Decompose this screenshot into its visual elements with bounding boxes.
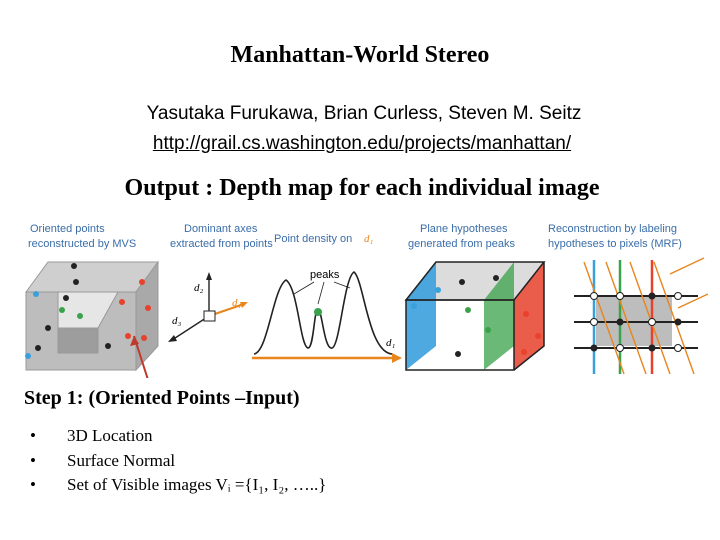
plane-hypotheses-diagram xyxy=(404,261,546,371)
list-item: • 3D Location xyxy=(26,426,326,451)
bullet-marker: • xyxy=(30,475,36,494)
panel4-label-line1: Plane hypotheses xyxy=(420,223,508,235)
bullet-marker: • xyxy=(30,450,36,470)
bullet-marker: • xyxy=(30,426,36,445)
project-link[interactable]: http://grail.cs.washington.edu/projects/… xyxy=(152,133,572,154)
bullet-text: Set of Visible images Vᵢ ={I₁, I₂, …..} xyxy=(67,475,327,494)
output-heading: Output : Depth map for each individual i… xyxy=(124,175,600,201)
bullet-text: 3D Location xyxy=(67,426,153,445)
panel1-block xyxy=(25,260,159,372)
axis-d2-label: d₂ xyxy=(194,282,204,294)
panel1-label-line1: Oriented points xyxy=(30,223,105,235)
panel1-label-line2: reconstructed by MVS xyxy=(28,238,136,250)
panel5-label-line1: Reconstruction by labeling xyxy=(548,223,677,235)
axis-d3-label: d₃ xyxy=(172,315,182,327)
bullet-text: Surface Normal xyxy=(67,450,176,470)
slide-title: Manhattan-World Stereo xyxy=(230,42,490,68)
panel2-label-line1: Dominant axes xyxy=(184,223,258,235)
panel3-label-d1: d₁ xyxy=(364,233,374,245)
step-heading: Step 1: (Oriented Points –Input) xyxy=(24,387,300,409)
density-axis-d1-label: d₁ xyxy=(386,337,396,349)
panel2-label-line2: extracted from points xyxy=(170,238,273,250)
mrf-grid-diagram xyxy=(574,257,708,375)
pointer-arrowhead xyxy=(130,336,139,346)
panel5-label-line2: hypotheses to pixels (MRF) xyxy=(548,238,682,250)
dominant-axes-diagram xyxy=(168,272,248,342)
pipeline-figure: Oriented points reconstructed by MVS Dom… xyxy=(25,223,708,378)
list-item: • Set of Visible images Vᵢ ={I₁, I₂, …..} xyxy=(26,475,326,500)
list-item: • Surface Normal xyxy=(26,451,326,476)
panel3-label: Point density on xyxy=(274,233,352,245)
density-plot xyxy=(252,271,402,363)
authors: Yasutaka Furukawa, Brian Curless, Steven… xyxy=(146,103,582,124)
panel4-label-line2: generated from peaks xyxy=(408,238,516,250)
bullet-list: • 3D Location • Surface Normal • Set of Vis… xyxy=(26,426,326,500)
axis-d1-label: d₁ xyxy=(232,297,242,309)
peaks-label: peaks xyxy=(310,269,340,281)
